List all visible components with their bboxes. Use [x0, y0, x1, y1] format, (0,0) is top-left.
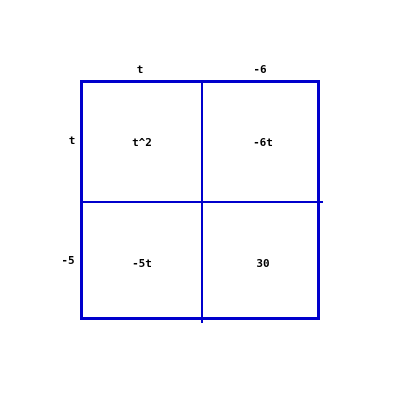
- product-cell-2-1: -5t: [83, 203, 203, 323]
- multiplication-grid: t^2 -6t -5t 30: [80, 80, 323, 323]
- row-header-2: -5: [61, 254, 75, 267]
- product-cell-2-2-text: 30: [256, 256, 270, 270]
- column-header-2: -6: [253, 63, 267, 76]
- product-cell-1-2-text: -6t: [253, 135, 273, 149]
- row-header-1: t: [68, 134, 76, 147]
- product-cell-1-1-text: t^2: [132, 135, 152, 149]
- product-cell-2-1-text: -5t: [132, 256, 152, 270]
- product-cell-1-1: t^2: [83, 83, 203, 203]
- product-cell-1-2: -6t: [203, 83, 323, 203]
- column-header-1: t: [136, 63, 144, 76]
- product-cell-2-2: 30: [203, 203, 323, 323]
